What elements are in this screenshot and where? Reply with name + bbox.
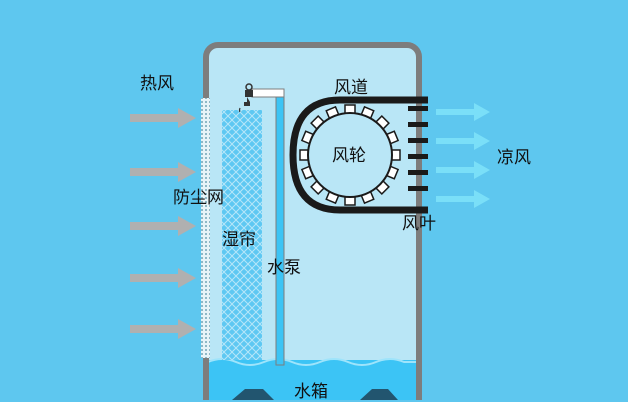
label-fan-blade: 风叶 — [402, 214, 436, 234]
hot-air-arrow-icon — [130, 319, 196, 339]
label-air-duct: 风道 — [334, 78, 368, 98]
wet-curtain — [222, 110, 262, 360]
hot-air-arrow-icon — [130, 216, 196, 236]
pipe-top — [251, 88, 285, 98]
dust-net — [201, 98, 210, 358]
hot-air-arrow-icon — [130, 162, 196, 182]
faucet-icon — [238, 83, 253, 113]
hot-air-arrow-icon — [130, 268, 196, 288]
hot-air-arrow-icon — [130, 108, 196, 128]
fan-blade-grille — [408, 106, 428, 191]
hot-air-arrows — [130, 108, 196, 339]
label-wind-wheel: 风轮 — [332, 146, 366, 166]
cool-air-arrow-icon — [436, 190, 490, 208]
air-duct — [289, 96, 428, 214]
label-dust-net: 防尘网 — [173, 188, 224, 208]
label-hot-air: 热风 — [140, 74, 174, 94]
wind-wheel-icon — [299, 104, 401, 206]
label-water-tank: 水箱 — [294, 382, 328, 402]
cool-air-arrows — [436, 103, 490, 208]
label-wet-curtain: 湿帘 — [222, 230, 256, 250]
water-pipe — [275, 92, 285, 366]
label-water-pump: 水泵 — [267, 258, 301, 278]
water-surface — [207, 358, 417, 366]
cool-air-arrow-icon — [436, 161, 490, 179]
cool-air-arrow-icon — [436, 103, 490, 121]
tank-foot-right — [360, 389, 398, 400]
cool-air-arrow-icon — [436, 132, 490, 150]
label-cool-air: 凉风 — [497, 148, 531, 168]
tank-foot-left — [232, 389, 274, 400]
